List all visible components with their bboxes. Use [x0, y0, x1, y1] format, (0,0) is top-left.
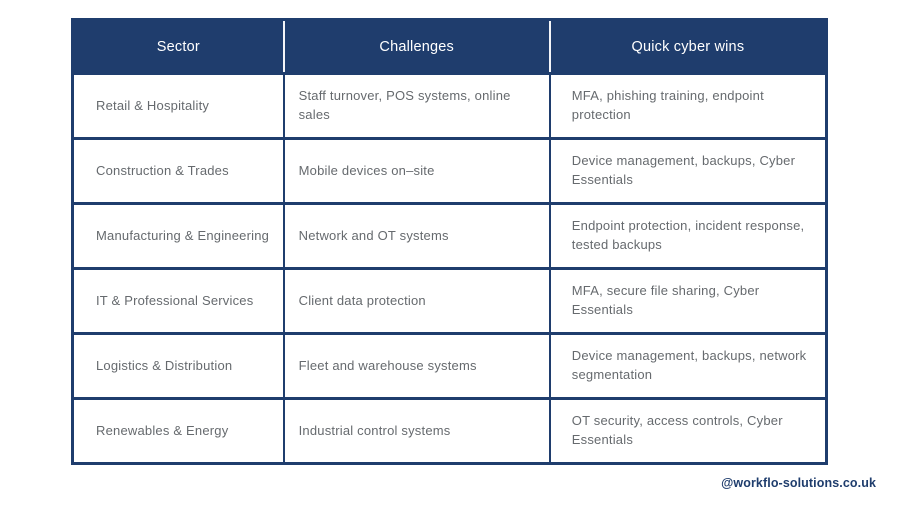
sector-cell: Manufacturing & Engineering [72, 202, 284, 269]
column-header-challenges: Challenges [282, 19, 550, 74]
challenges-cell: Staff turnover, POS systems, online sale… [282, 72, 550, 139]
website-handle: @workflo-solutions.co.uk [721, 476, 876, 490]
sector-cell: Retail & Hospitality [72, 72, 284, 139]
challenges-cell: Client data protection [282, 267, 550, 334]
challenges-cell: Fleet and warehouse systems [282, 332, 550, 399]
sector-cell: Logistics & Distribution [72, 332, 284, 399]
sector-cell: IT & Professional Services [72, 267, 284, 334]
challenges-cell: Mobile devices on–site [282, 137, 550, 204]
table-row: Retail & Hospitality Staff turnover, POS… [72, 72, 827, 139]
quick-wins-cell: MFA, phishing training, endpoint protect… [548, 72, 827, 139]
challenges-cell: Network and OT systems [282, 202, 550, 269]
quick-wins-cell: MFA, secure file sharing, Cyber Essentia… [548, 267, 827, 334]
table-row: Manufacturing & Engineering Network and … [72, 202, 827, 269]
sector-cell: Construction & Trades [72, 137, 284, 204]
table-row: Construction & Trades Mobile devices on–… [72, 137, 827, 204]
quick-wins-cell: Endpoint protection, incident response, … [548, 202, 827, 269]
quick-wins-cell: OT security, access controls, Cyber Esse… [548, 397, 827, 464]
table-header-row: Sector Challenges Quick cyber wins [72, 19, 827, 74]
quick-wins-cell: Device management, backups, network segm… [548, 332, 827, 399]
quick-wins-cell: Device management, backups, Cyber Essent… [548, 137, 827, 204]
table-row: Logistics & Distribution Fleet and wareh… [72, 332, 827, 399]
table-row: IT & Professional Services Client data p… [72, 267, 827, 334]
column-header-sector: Sector [72, 19, 284, 74]
challenges-cell: Industrial control systems [282, 397, 550, 464]
cyber-wins-table: Sector Challenges Quick cyber wins Retai… [71, 18, 828, 465]
column-header-quick-cyber-wins: Quick cyber wins [548, 19, 827, 74]
sector-cell: Renewables & Energy [72, 397, 284, 464]
table-row: Renewables & Energy Industrial control s… [72, 397, 827, 464]
